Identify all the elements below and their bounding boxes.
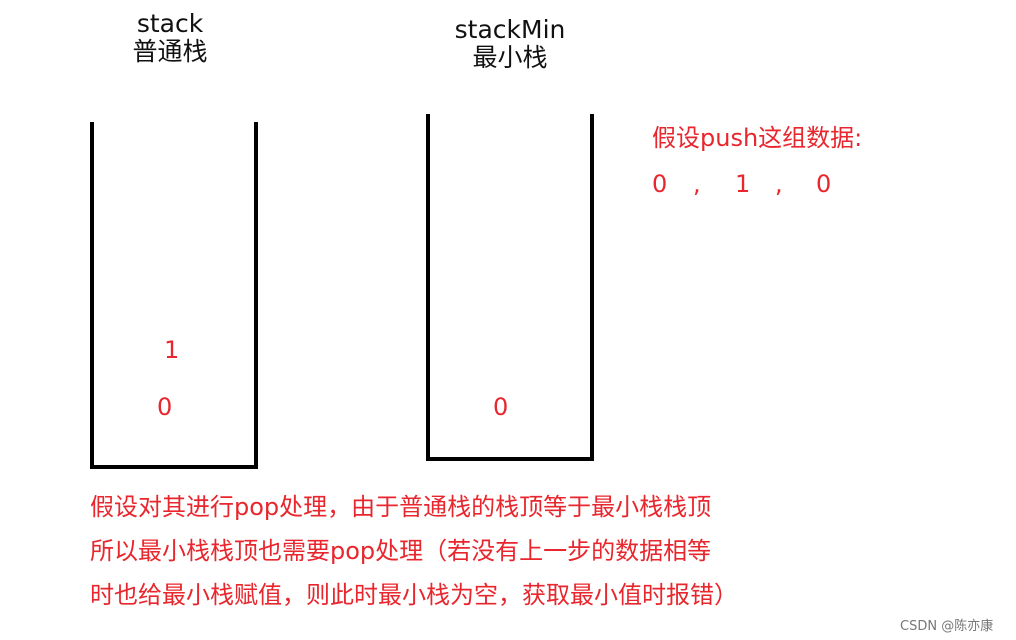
stackmin-container [426, 114, 594, 461]
explanation-line-1: 假设对其进行pop处理，由于普通栈的栈顶等于最小栈栈顶 [90, 493, 712, 521]
csdn-watermark: CSDN @陈亦康 [900, 619, 994, 634]
stack-container [90, 122, 258, 469]
stack-name: stack [136, 9, 204, 38]
push-value-1: 1 [735, 170, 751, 198]
stack-title: stack 普通栈 [110, 10, 230, 66]
push-value-2: 0 [816, 170, 832, 198]
explanation-line-3: 时也给最小栈赋值，则此时最小栈为空，获取最小值时报错） [90, 581, 738, 609]
stackmin-name: stackMin [454, 15, 566, 44]
push-separator-1: , [775, 170, 783, 198]
stackmin-subtitle: 最小栈 [472, 43, 548, 72]
push-separator-0: , [693, 170, 701, 198]
stack-subtitle: 普通栈 [132, 37, 208, 66]
stackmin-title: stackMin 最小栈 [440, 16, 580, 72]
stackmin-value-bottom: 0 [493, 393, 509, 421]
push-note-title: 假设push这组数据: [652, 124, 863, 152]
stack-value-top: 1 [164, 336, 180, 364]
stack-value-bottom: 0 [157, 393, 173, 421]
explanation-line-2: 所以最小栈栈顶也需要pop处理（若没有上一步的数据相等 [90, 537, 712, 565]
push-value-0: 0 [652, 170, 668, 198]
